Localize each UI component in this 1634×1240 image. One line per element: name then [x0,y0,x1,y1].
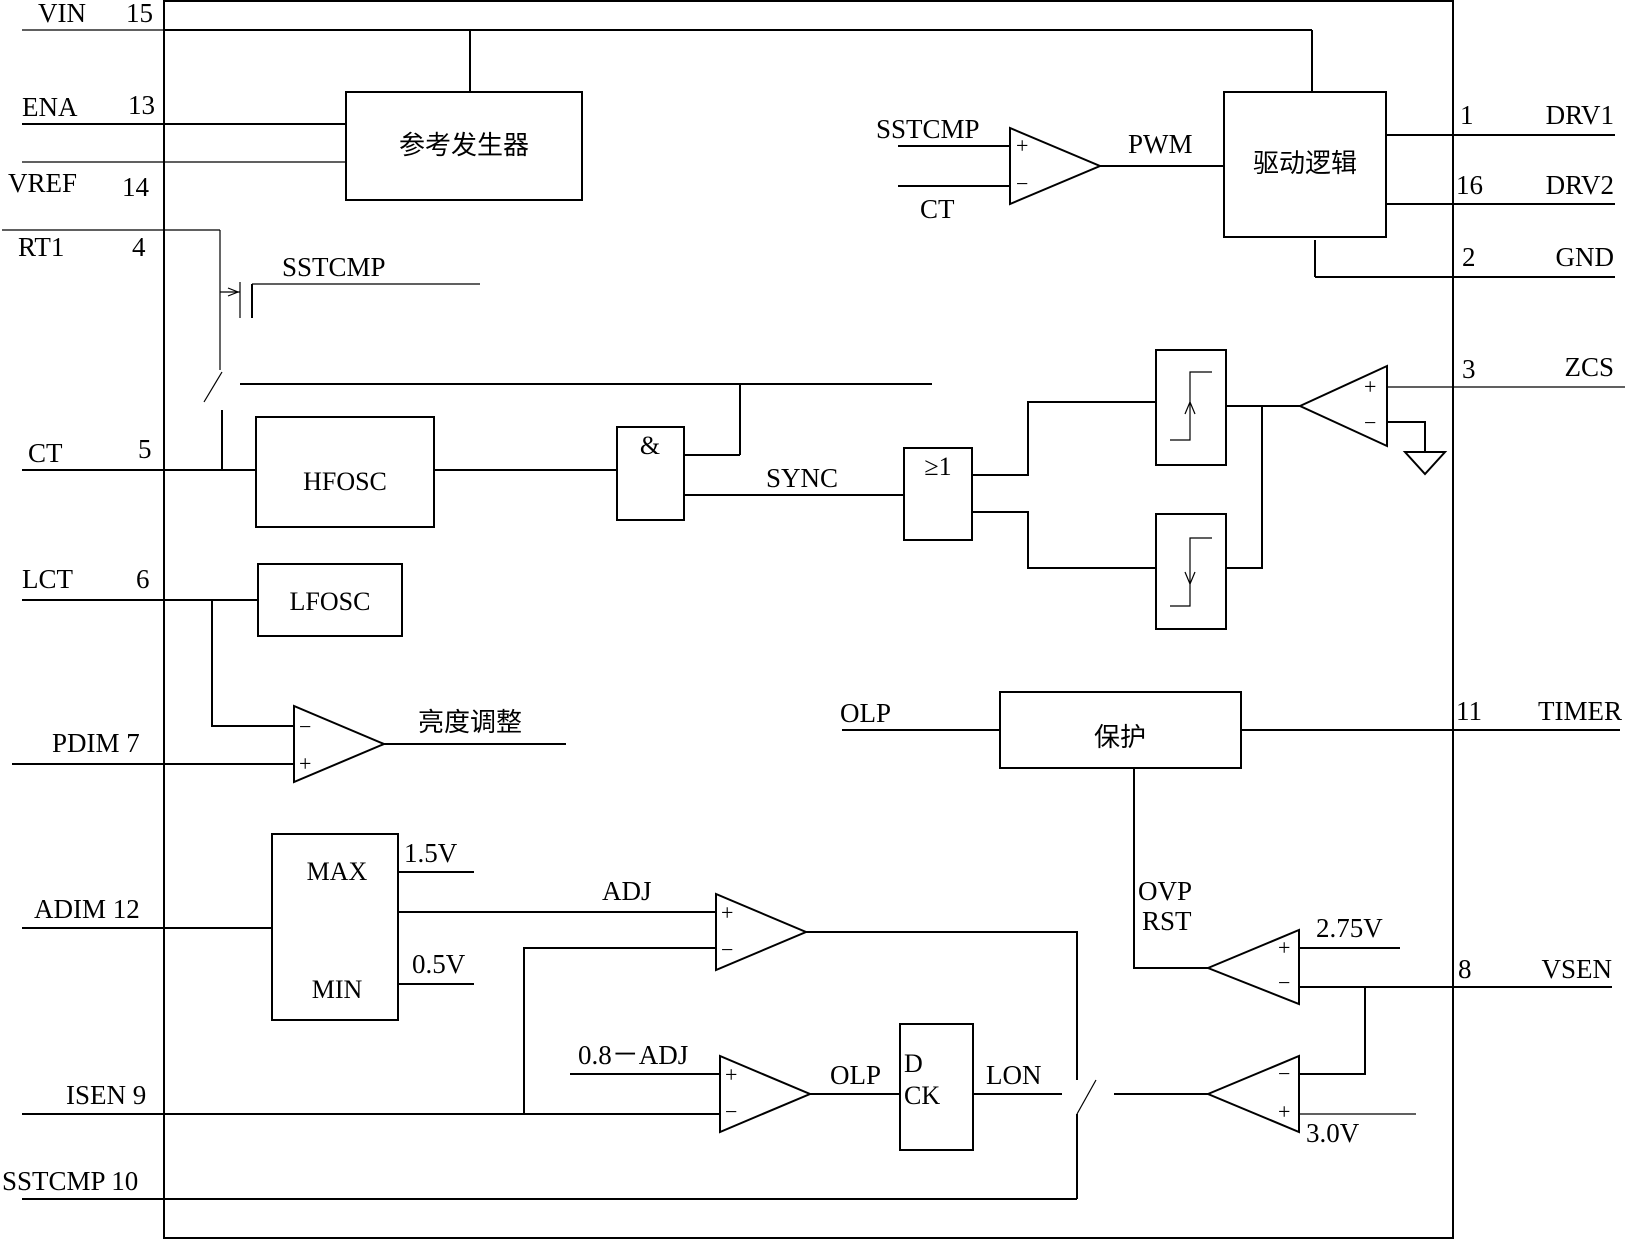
svg-text:−: − [721,937,733,962]
sstcmp-top-label: SSTCMP [876,114,980,144]
rst-label: RST [1142,906,1192,936]
v275-label: 2.75V [1316,913,1383,943]
pin-rt1-num: 4 [132,232,146,262]
pin-ct-num: 5 [138,434,152,464]
svg-text:+: + [1016,133,1028,158]
svg-text:−: − [1278,970,1290,995]
min-label: MIN [312,975,363,1004]
lon-comparator [1205,1054,1300,1134]
pin-isen: ISEN 9 [66,1080,146,1110]
pin-drv2-num: 16 [1456,170,1483,200]
dff-ck-label: CK [904,1081,940,1110]
pin-rt1-name: RT1 [18,232,64,262]
lfosc-block [257,563,403,637]
pin-lct-name: LCT [22,564,74,594]
max-min-block [271,833,399,1021]
drive-logic-label: 驱动逻辑 [1253,149,1357,178]
pwm-comparator [1009,126,1103,206]
or-gate [903,447,973,541]
svg-text:+: + [299,751,311,776]
adj-label: ADJ [602,876,652,906]
svg-text:−: − [1278,1061,1290,1086]
svg-text:+: + [1364,374,1376,399]
svg-text:+: + [721,900,733,925]
pin-drv1-name: DRV1 [1546,100,1614,130]
olp-input-label: OLP [840,698,891,728]
pin-gnd-name: GND [1556,242,1615,272]
pin-ct-name: CT [28,438,63,468]
v30-label: 3.0V [1306,1118,1360,1148]
lon-label: LON [986,1060,1042,1090]
adj08-label: 0.8－ADJ [578,1040,688,1070]
olp-comparator [719,1054,813,1134]
lfosc-label: LFOSC [290,587,371,616]
pin-vsen-num: 8 [1458,954,1472,984]
max-label: MAX [307,857,368,886]
reference-generator-label: 参考发生器 [399,131,529,160]
zcs-comparator [1297,364,1388,448]
pin-sstcmp: SSTCMP 10 [2,1166,138,1196]
drive-logic-block [1223,91,1387,238]
pin-zcs-name: ZCS [1564,352,1614,382]
pin-pdim: PDIM 7 [52,728,140,758]
rt1-mosfet [219,230,480,370]
protection-label: 保护 [1094,723,1146,752]
lon-switch [1076,1079,1097,1115]
svg-text:−: − [299,714,311,739]
pin-gnd-num: 2 [1462,242,1476,272]
pin-vin-name: VIN [38,0,86,28]
v15-label: 1.5V [404,838,458,868]
pin-adim: ADIM 12 [34,894,140,924]
pin-vref-num: 14 [122,172,150,202]
dff-d-label: D [904,1049,923,1078]
svg-text:+: + [1278,1099,1290,1124]
svg-text:+: + [1278,935,1290,960]
and-gate [616,426,685,521]
protection-block [999,691,1242,769]
sstcmp-mid-label: SSTCMP [282,252,386,282]
brightness-label: 亮度调整 [418,708,522,737]
pin-timer-num: 11 [1456,696,1482,726]
pin-ena-num: 13 [128,90,155,120]
adj-comparator [715,892,809,972]
ground-symbol [1402,451,1448,476]
ovp-label: OVP [1138,876,1192,906]
reference-generator-block [345,91,583,201]
v05-label: 0.5V [412,949,466,979]
olp-output-label: OLP [830,1060,881,1090]
pwm-label: PWM [1128,129,1193,159]
right-pin-wires [1241,134,1625,988]
sync-label: SYNC [766,463,838,493]
pin-timer-name: TIMER [1538,696,1622,726]
or-gate-label: ≥1 [924,452,951,481]
hfosc-block [255,416,435,528]
svg-text:+: + [725,1062,737,1087]
pin-lct-num: 6 [136,564,150,594]
pin-drv2-name: DRV2 [1546,170,1614,200]
pin-vsen-name: VSEN [1541,954,1612,984]
svg-text:−: − [725,1099,737,1124]
ovp-comparator [1205,928,1300,1006]
and-gate-label: & [640,431,660,460]
svg-text:−: − [1364,410,1376,435]
pin-ena-name: ENA [22,92,78,122]
left-pin-labels: VIN 15 ENA 13 VREF 14 RT1 4 CT 5 LCT 6 P… [2,0,155,1196]
chip-outline [163,0,1454,1239]
brightness-comparator [293,704,387,784]
rising-edge-detector [1155,349,1227,466]
right-pin-labels: 1 DRV1 16 DRV2 2 GND 3 ZCS 11 TIMER 8 VS… [1456,100,1622,984]
pin-drv1-num: 1 [1460,100,1474,130]
d-flip-flop [899,1023,974,1151]
pin-vref-name: VREF [8,168,77,198]
pin-vin-num: 15 [126,0,153,28]
hfosc-label: HFOSC [303,467,387,496]
ct-top-label: CT [920,194,955,224]
svg-text:−: − [1016,171,1028,196]
ct-switch [203,371,223,470]
left-pin-wires [2,29,1077,1200]
falling-edge-detector [1155,513,1227,630]
pin-zcs-num: 3 [1462,354,1476,384]
